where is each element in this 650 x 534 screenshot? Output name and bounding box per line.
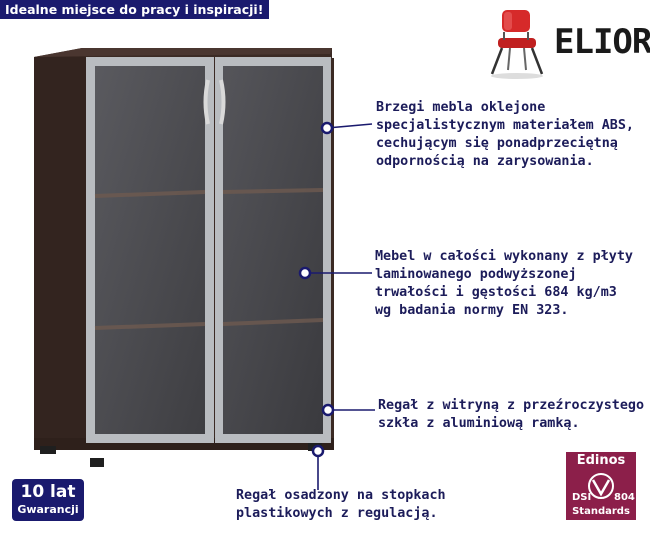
- warranty-label: Gwarancji: [17, 503, 79, 516]
- brand-name: ELIOR: [554, 22, 650, 62]
- certificate-title: Edinos: [576, 453, 626, 468]
- left-handle: [203, 79, 210, 125]
- annotation-abs-edges: Brzegi mebla oklejone specjalistycznym m…: [376, 100, 634, 169]
- annotation-material: Mebel w całości wykonany z płyty laminow…: [375, 249, 633, 318]
- red-chair-icon: [490, 10, 544, 79]
- certificate-code-left: DSI: [572, 492, 591, 502]
- brand-logo: [490, 10, 544, 79]
- right-handle: [219, 79, 226, 125]
- top-banner: Idealne miejsce do pracy i inspiracji!: [0, 0, 270, 19]
- foot: [40, 446, 56, 454]
- certificate-badge: Edinos DSI 804 Standards: [566, 452, 636, 520]
- warranty-years: 10 lat: [20, 482, 76, 502]
- annotation-feet: Regał osadzony na stopkach plastikowych …: [236, 488, 446, 521]
- annotation-glass: Regał z witryną z przeźroczystego szkła …: [378, 398, 645, 431]
- foot: [90, 458, 104, 467]
- warranty-badge: 10 lat Gwarancji: [12, 479, 84, 521]
- certificate-emblem-icon: DSI 804: [572, 473, 635, 502]
- certificate-subtitle: Standards: [572, 506, 630, 517]
- certificate-code-right: 804: [614, 492, 635, 502]
